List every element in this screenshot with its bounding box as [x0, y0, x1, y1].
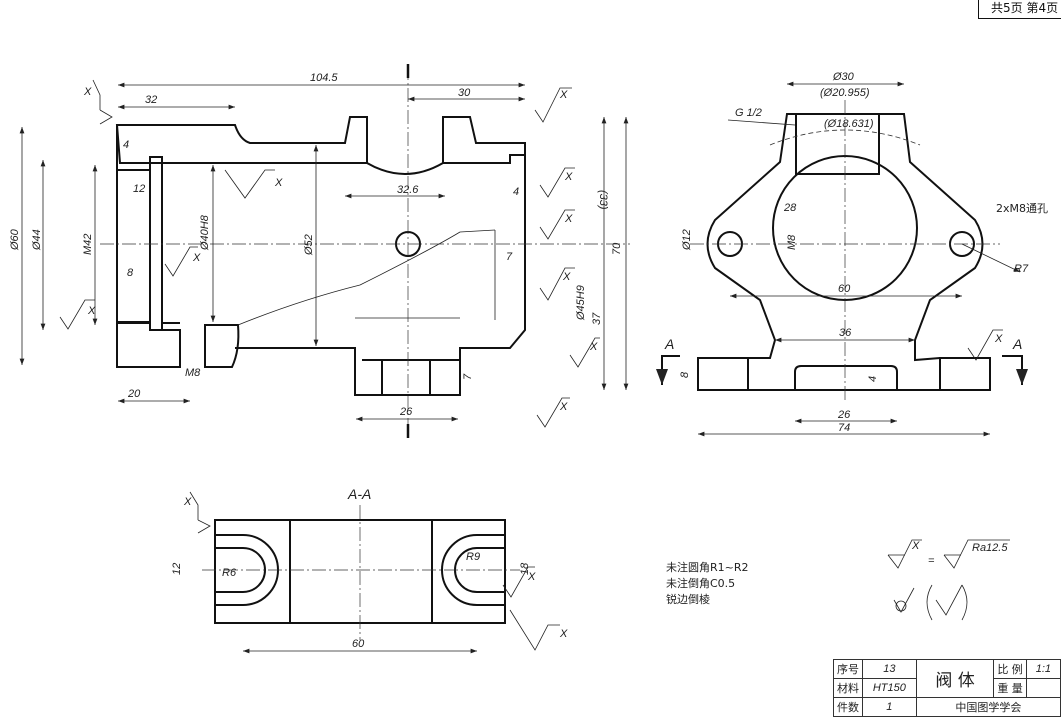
side-view: Ø30 (Ø20.955) (Ø18.631) G 1/2 28 Ø12 M8 … — [656, 71, 1048, 437]
holes-note: 2xM8通孔 — [996, 202, 1048, 215]
dim-20: 20 — [127, 388, 141, 400]
section-title: A-A — [347, 486, 371, 502]
note-1: 未注圆角R1~R2 — [666, 561, 749, 574]
org-name: 中国图学学会 — [915, 697, 1061, 717]
dim-60-side: 60 — [838, 283, 851, 295]
page-info: 共5页 第4页 — [978, 0, 1061, 19]
dim-r6: R6 — [222, 567, 237, 579]
dim-7: 7 — [462, 373, 474, 380]
dim-33: (33) — [597, 190, 609, 210]
svg-text:X: X — [192, 252, 201, 264]
dim-18: 18 — [519, 562, 531, 575]
dim-d18-631: (Ø18.631) — [824, 118, 874, 130]
scale-label: 比 例 — [993, 659, 1027, 679]
scale-value: 1:1 — [1025, 659, 1061, 679]
dim-m42: M42 — [82, 234, 94, 255]
material-label: 材料 — [833, 678, 863, 698]
dim-12: 12 — [133, 183, 145, 195]
qty-value: 1 — [862, 697, 917, 717]
dim-d30: Ø30 — [832, 71, 855, 83]
dim-d60: Ø60 — [9, 228, 21, 251]
svg-text:X: X — [559, 89, 568, 101]
dim-d20-955: (Ø20.955) — [820, 87, 870, 99]
title-block: 序号 13 阀 体 比 例 1:1 材料 HT150 重 量 件数 1 中国图学… — [833, 659, 1061, 717]
dim-m8-side: M8 — [786, 234, 798, 250]
section-mark-left: A — [664, 336, 674, 352]
dim-8-side: 8 — [679, 371, 691, 378]
dim-104-5: 104.5 — [310, 72, 338, 84]
roughness-marks: X X X X X X X X X X — [59, 79, 600, 428]
dim-26-side: 26 — [837, 409, 851, 421]
dim-28: 28 — [783, 202, 797, 214]
section-mark-right: A — [1012, 336, 1022, 352]
dim-26: 26 — [399, 406, 413, 418]
roughness-legend: X = Ra12.5 — [887, 539, 1010, 621]
svg-text:X: X — [994, 333, 1003, 345]
svg-text:X: X — [559, 628, 568, 640]
weight-label: 重 量 — [993, 678, 1027, 698]
svg-text:X: X — [527, 571, 536, 583]
dim-d44: Ø44 — [31, 229, 43, 251]
seq-value: 13 — [862, 659, 917, 679]
weight-value — [1025, 678, 1061, 698]
svg-text:X: X — [559, 401, 568, 413]
svg-text:X: X — [589, 341, 598, 353]
svg-text:X: X — [562, 271, 571, 283]
dim-d52: Ø52 — [303, 234, 315, 256]
svg-text:X: X — [564, 213, 573, 225]
dim-4-side: 4 — [867, 376, 879, 382]
dim-32-6: 32.6 — [397, 184, 419, 196]
dim-30: 30 — [458, 87, 471, 99]
technical-notes: 未注圆角R1~R2 未注倒角C0.5 锐边倒棱 — [666, 560, 749, 608]
dim-12-aa: 12 — [171, 563, 183, 575]
dim-g12: G 1/2 — [735, 107, 762, 119]
dim-r7-side: R7 — [1014, 263, 1029, 275]
dim-74: 74 — [838, 422, 850, 434]
seq-label: 序号 — [833, 659, 863, 679]
svg-text:X: X — [274, 177, 283, 189]
dim-d45h9: Ø45H9 — [575, 285, 587, 321]
material-value: HT150 — [862, 678, 917, 698]
dim-d12: Ø12 — [681, 229, 693, 251]
note-2: 未注倒角C0.5 — [666, 577, 736, 590]
dim-60-aa: 60 — [352, 638, 365, 650]
svg-text:X: X — [911, 540, 920, 552]
dim-32: 32 — [145, 94, 157, 106]
svg-text:=: = — [928, 555, 935, 567]
dim-4: 4 — [123, 139, 129, 151]
svg-text:X: X — [183, 496, 192, 508]
svg-text:X: X — [83, 86, 92, 98]
dim-r4: 4 — [513, 186, 519, 198]
dim-r7: 7 — [506, 251, 513, 263]
svg-text:X: X — [564, 171, 573, 183]
svg-text:X: X — [87, 305, 96, 317]
dim-8: 8 — [127, 267, 134, 279]
dim-37: 37 — [591, 312, 603, 325]
front-view: 104.5 32 30 Ø60 Ø44 M42 4 12 8 Ø40H8 Ø52… — [9, 64, 630, 440]
roughness-value: Ra12.5 — [972, 542, 1008, 554]
dim-m8: M8 — [185, 367, 201, 379]
dim-r9: R9 — [466, 551, 480, 563]
dim-d40h8: Ø40H8 — [199, 214, 211, 251]
note-3: 锐边倒棱 — [666, 593, 710, 606]
dim-36: 36 — [839, 327, 852, 339]
qty-label: 件数 — [833, 697, 863, 717]
section-aa-view: A-A 12 R6 R9 18 60 X X X — [171, 486, 568, 654]
part-name: 阀 体 — [915, 659, 995, 698]
dim-70: 70 — [611, 242, 623, 255]
